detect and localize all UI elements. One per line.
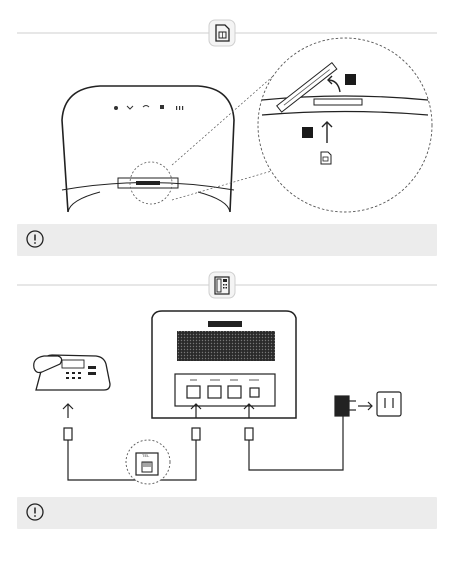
- step-badge-1: [302, 127, 313, 138]
- tel-label: TEL: [142, 453, 149, 458]
- warning-icon: [26, 503, 44, 521]
- phone-section-header: [17, 272, 437, 298]
- router-front-view: [62, 86, 234, 212]
- notice-box-sim: [17, 224, 437, 256]
- step-badge-2: [345, 74, 356, 85]
- router-rear-view: [152, 311, 296, 418]
- tel-port[interactable]: [187, 386, 200, 398]
- warning-icon: [26, 230, 44, 248]
- sim-section-header: [17, 20, 437, 46]
- sim-slot-zoom: [172, 38, 432, 212]
- router-indicator-lights: [114, 105, 183, 110]
- cable-connections: [63, 392, 401, 480]
- lan-wan-port[interactable]: [208, 386, 221, 398]
- notice-box-phone: [17, 497, 437, 529]
- telephone-device: [34, 355, 110, 390]
- power-port[interactable]: [250, 388, 259, 397]
- tel-jack-zoom: [126, 440, 170, 484]
- lan-port[interactable]: [228, 386, 241, 398]
